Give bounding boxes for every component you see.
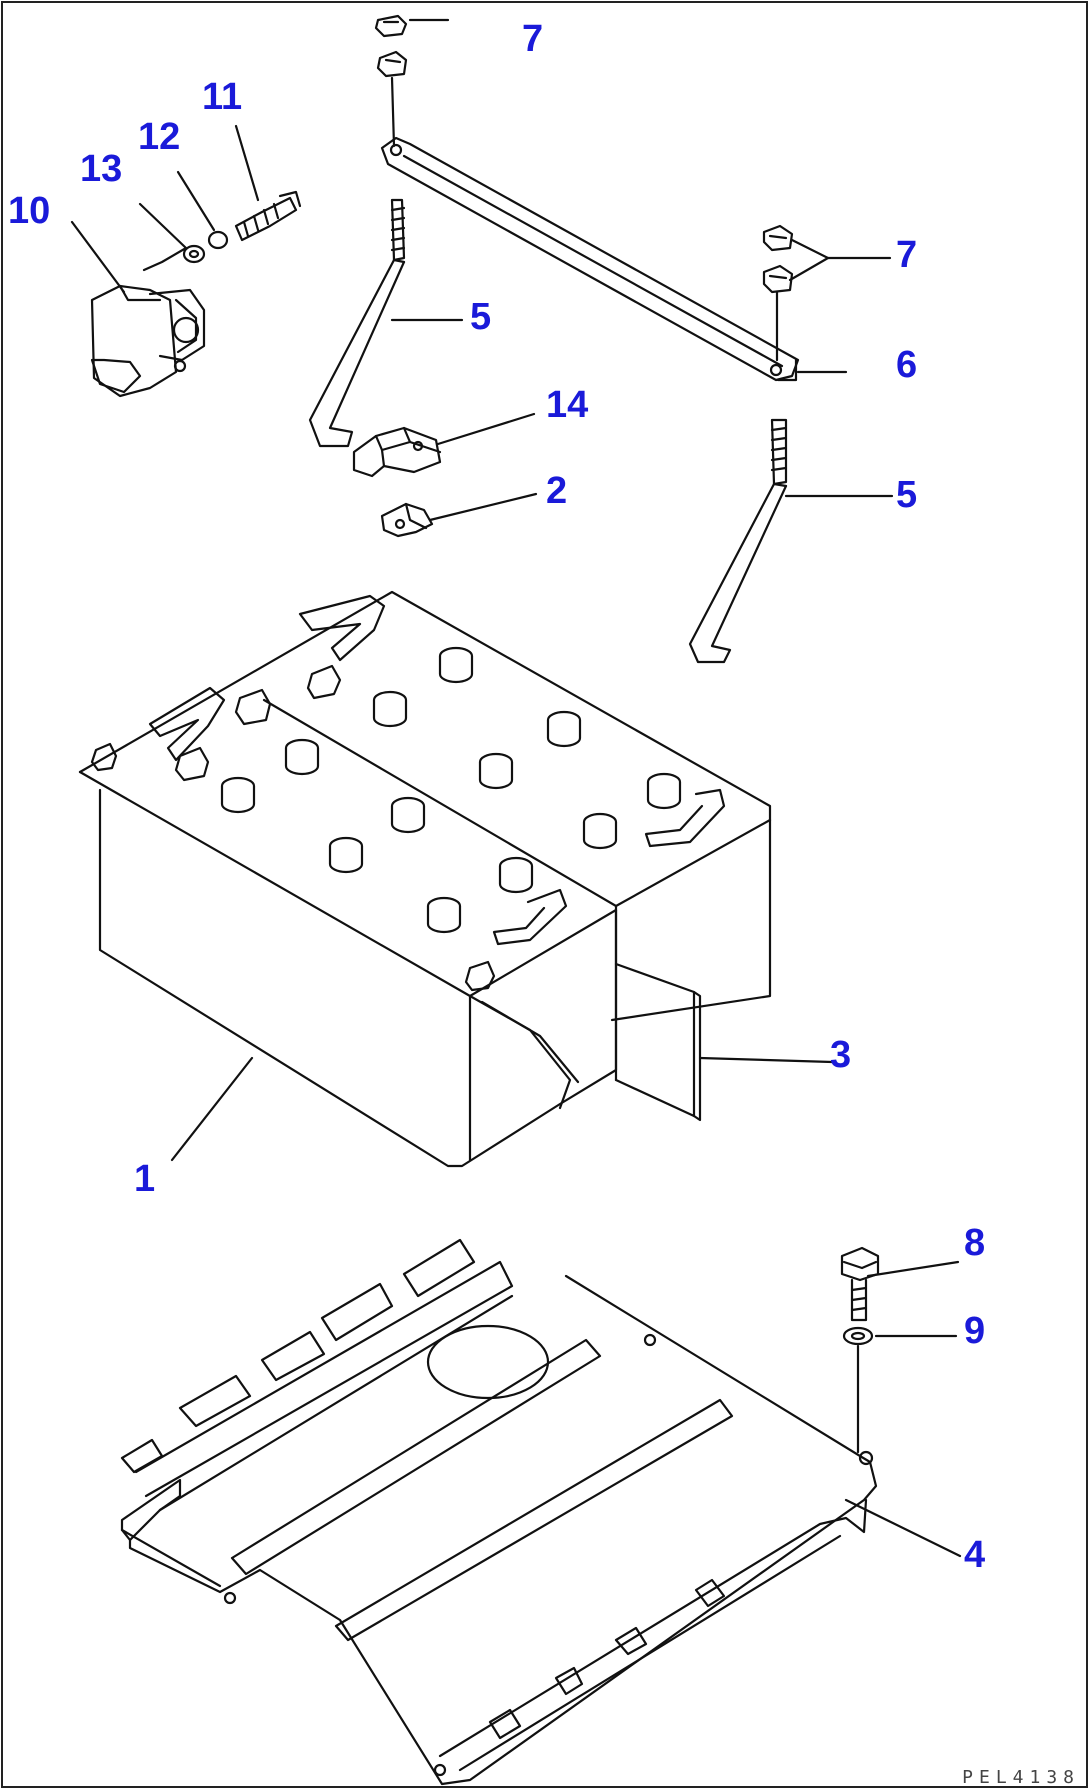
leader-7-right-a [788,238,830,282]
battery-1 [78,590,772,1168]
leader-2 [428,492,538,522]
callout-8: 8 [964,1222,986,1264]
bolt-8 [840,1246,880,1322]
leader-8 [866,1260,960,1278]
callout-6: 6 [896,344,918,386]
washer-13 [182,244,206,264]
callout-3: 3 [830,1034,852,1076]
callout-5-right: 5 [896,474,918,516]
callout-12: 12 [138,116,181,158]
j-bolt-5-right [688,418,788,664]
callout-9: 9 [964,1310,986,1352]
callout-13: 13 [80,148,123,190]
callout-1: 1 [134,1158,156,1200]
callout-2: 2 [546,470,568,512]
drawing-code: PEL4138 [962,1767,1080,1788]
terminal-2 [380,502,434,538]
callout-7-top: 7 [522,18,544,60]
battery-caps [220,646,682,934]
terminal-14 [352,426,442,478]
leader-14 [436,412,536,446]
battery-tray-4 [120,1238,878,1786]
nut-7-right [762,224,794,294]
j-bolt-5-left [308,198,406,448]
leader-4 [844,1498,962,1558]
callout-10: 10 [8,190,51,232]
callout-7-right: 7 [896,234,918,276]
callout-11: 11 [202,76,243,118]
leader-3 [698,1056,834,1064]
leader-1 [170,1056,254,1162]
battery-relay-10 [90,284,206,398]
stud-line-left [390,76,396,148]
bolt-11 [234,190,302,242]
callout-14: 14 [546,384,589,426]
washer-12 [207,230,229,250]
nut-7-top [374,14,408,78]
leader-10 [70,220,126,294]
washer-9 [842,1326,874,1346]
leader-13 [138,202,188,272]
callout-5-left: 5 [470,296,492,338]
callout-4: 4 [964,1534,986,1576]
leader-12 [176,170,216,232]
clamp-bar-6 [380,136,800,382]
leader-11 [234,124,260,202]
